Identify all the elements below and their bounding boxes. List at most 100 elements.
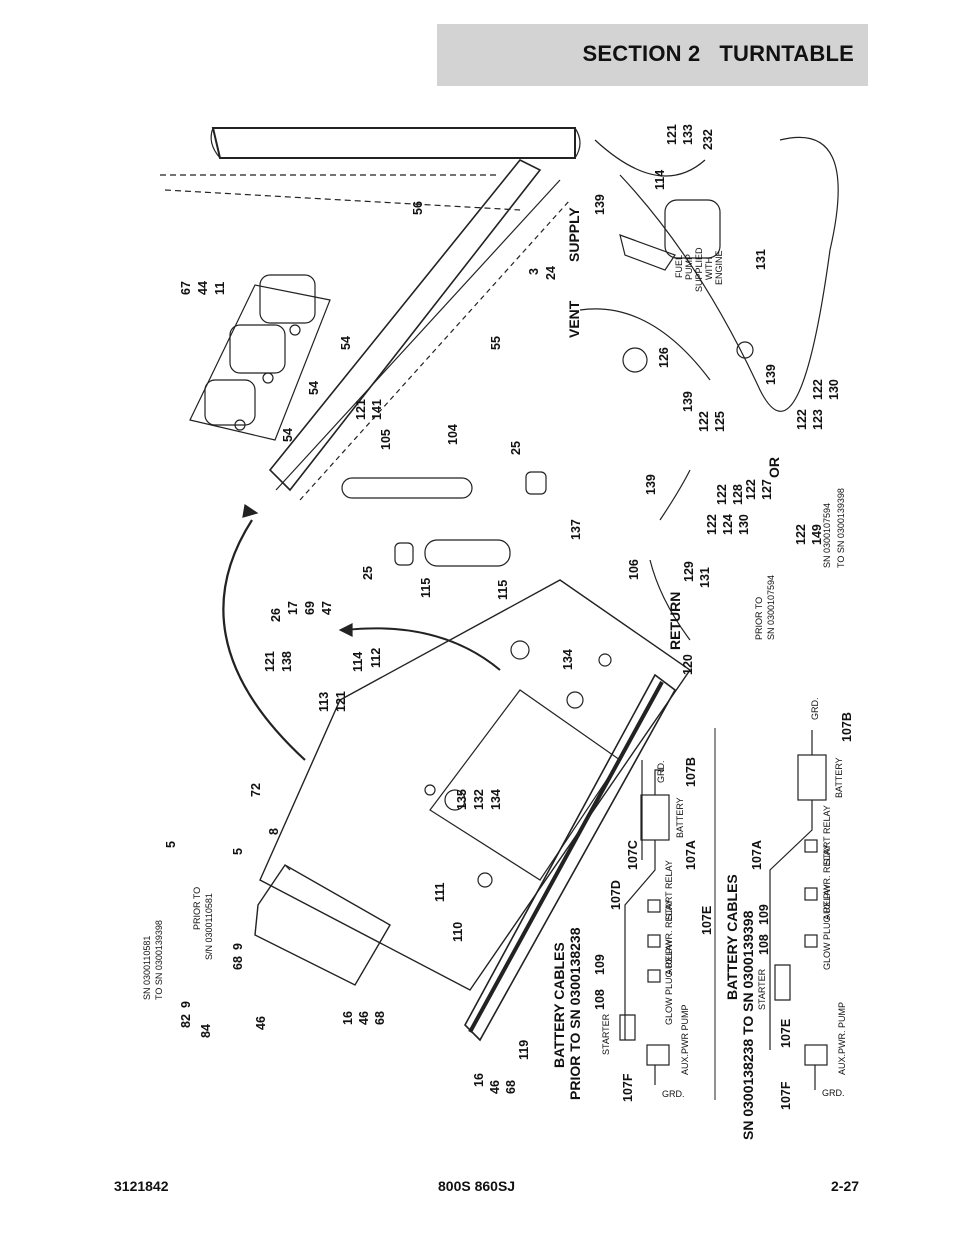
range-note: TO SN 0300139398 (836, 488, 846, 568)
callout: 106 (627, 559, 641, 580)
callout: 134 (489, 789, 503, 810)
battery-text: BATTERY (834, 757, 844, 798)
callout: 130 (737, 514, 751, 535)
callout: 46 (488, 1080, 502, 1094)
callout: 16 (341, 1011, 355, 1025)
schematic-label: 107B (840, 712, 854, 742)
callout: 139 (644, 474, 658, 495)
callout: 134 (561, 649, 575, 670)
callout: 139 (681, 391, 695, 412)
fuel-pump-note: PUMP (684, 254, 694, 280)
callout: 46 (254, 1016, 268, 1030)
callout: 124 (721, 514, 735, 535)
schematic-prior (619, 769, 670, 1085)
glow-relay-text: GLOW PLUG RELAY (664, 939, 674, 1025)
schematic-label: 108 (757, 934, 771, 955)
callout: 122 (705, 514, 719, 535)
starter-text: STARTER (601, 1013, 611, 1055)
schematic-label: 107D (609, 880, 623, 910)
callout: 82 (179, 1014, 193, 1028)
fuel-pump-note: ENGINE (714, 250, 724, 285)
grd-text: GRD. (656, 761, 666, 784)
callout: 25 (361, 566, 375, 580)
callout: 72 (249, 783, 263, 797)
schematic-label: 107A (684, 840, 698, 870)
callout: 121 (263, 651, 277, 672)
callout: 132 (472, 789, 486, 810)
or-label: OR (766, 457, 782, 478)
callout: 67 (179, 281, 193, 295)
callout: 122 (795, 409, 809, 430)
grd-text: GRD. (822, 1088, 845, 1098)
callout: 5 (164, 841, 178, 848)
sn-note: TO SN 0300139398 (154, 920, 164, 1000)
schematic-label: 107B (684, 757, 698, 787)
aux-relay-text: AUX.PWR. RELAY (822, 844, 832, 920)
doc-number: 3121842 (114, 1178, 169, 1194)
fuel-pump-note: WITH (704, 257, 714, 280)
callout: 112 (369, 648, 383, 668)
callout: 114 (653, 170, 667, 190)
aux-pump-text: AUX.PWR. PUMP (837, 1002, 847, 1075)
callout: 54 (281, 428, 295, 442)
callout: 135 (455, 789, 469, 810)
callout: 138 (280, 651, 294, 672)
callout: 69 (303, 601, 317, 615)
grd-text: GRD. (810, 698, 820, 721)
range-note: SN 0300107594 (822, 503, 832, 568)
callout: 137 (569, 519, 583, 540)
callout: 115 (419, 578, 433, 598)
callout: 68 (504, 1080, 518, 1094)
vent-label: VENT (566, 300, 582, 338)
callout: 119 (517, 1040, 531, 1060)
callout: 26 (269, 608, 283, 622)
callout: 54 (307, 381, 321, 395)
callout: 121 (665, 124, 679, 145)
schematic-label: 109 (593, 954, 607, 975)
callout: 104 (446, 424, 460, 445)
callout: 130 (827, 379, 841, 400)
callout: 11 (213, 282, 227, 295)
section-title: SECTION 2 TURNTABLE (582, 41, 854, 66)
callout: 122 (794, 524, 808, 545)
schematic-label: 109 (757, 904, 771, 925)
prior-note: PRIOR TO (754, 597, 764, 640)
callout: 68 (373, 1011, 387, 1025)
callout: 149 (810, 524, 824, 545)
schematic-label: 107F (779, 1081, 793, 1110)
start-relay-text: START RELAY (664, 860, 674, 920)
grd-text: GRD. (662, 1089, 685, 1099)
supply-label: SUPPLY (566, 207, 582, 262)
schematic-label: 107E (779, 1019, 793, 1048)
page-number: 2-27 (831, 1178, 860, 1194)
callout: 56 (411, 201, 425, 215)
model-name: 800S 860SJ (438, 1178, 516, 1194)
callout: 122 (811, 379, 825, 400)
callout: 232 (701, 129, 715, 150)
callout: 8 (267, 828, 281, 835)
callout: 44 (196, 281, 210, 295)
battery-range-title: BATTERY CABLES (724, 874, 740, 1000)
schematic-label: 108 (593, 989, 607, 1010)
callout: 5 (231, 848, 245, 855)
battery-prior-subtitle: PRIOR TO SN 0300138238 (567, 927, 583, 1100)
schematic-label: 107E (700, 906, 714, 935)
callout: 115 (496, 580, 510, 600)
schematic-range (769, 730, 828, 1090)
callout: 3 (527, 268, 541, 275)
callout: 139 (593, 194, 607, 215)
schematic-label: 107C (626, 840, 640, 870)
starter-text: STARTER (757, 968, 767, 1010)
callout: 122 (697, 411, 711, 432)
callout: 110 (451, 922, 465, 942)
aux-pump-text: AUX.PWR PUMP (680, 1004, 690, 1075)
prior-note: SN 0300107594 (766, 575, 776, 640)
callout: 131 (698, 567, 712, 588)
callout: 47 (320, 601, 334, 615)
callout: 122 (744, 479, 758, 500)
start-relay-text: START RELAY (822, 805, 832, 865)
battery-text: BATTERY (675, 797, 685, 838)
callout: 125 (713, 411, 727, 432)
callout: 68 (231, 956, 245, 970)
callout: 122 (715, 484, 729, 505)
